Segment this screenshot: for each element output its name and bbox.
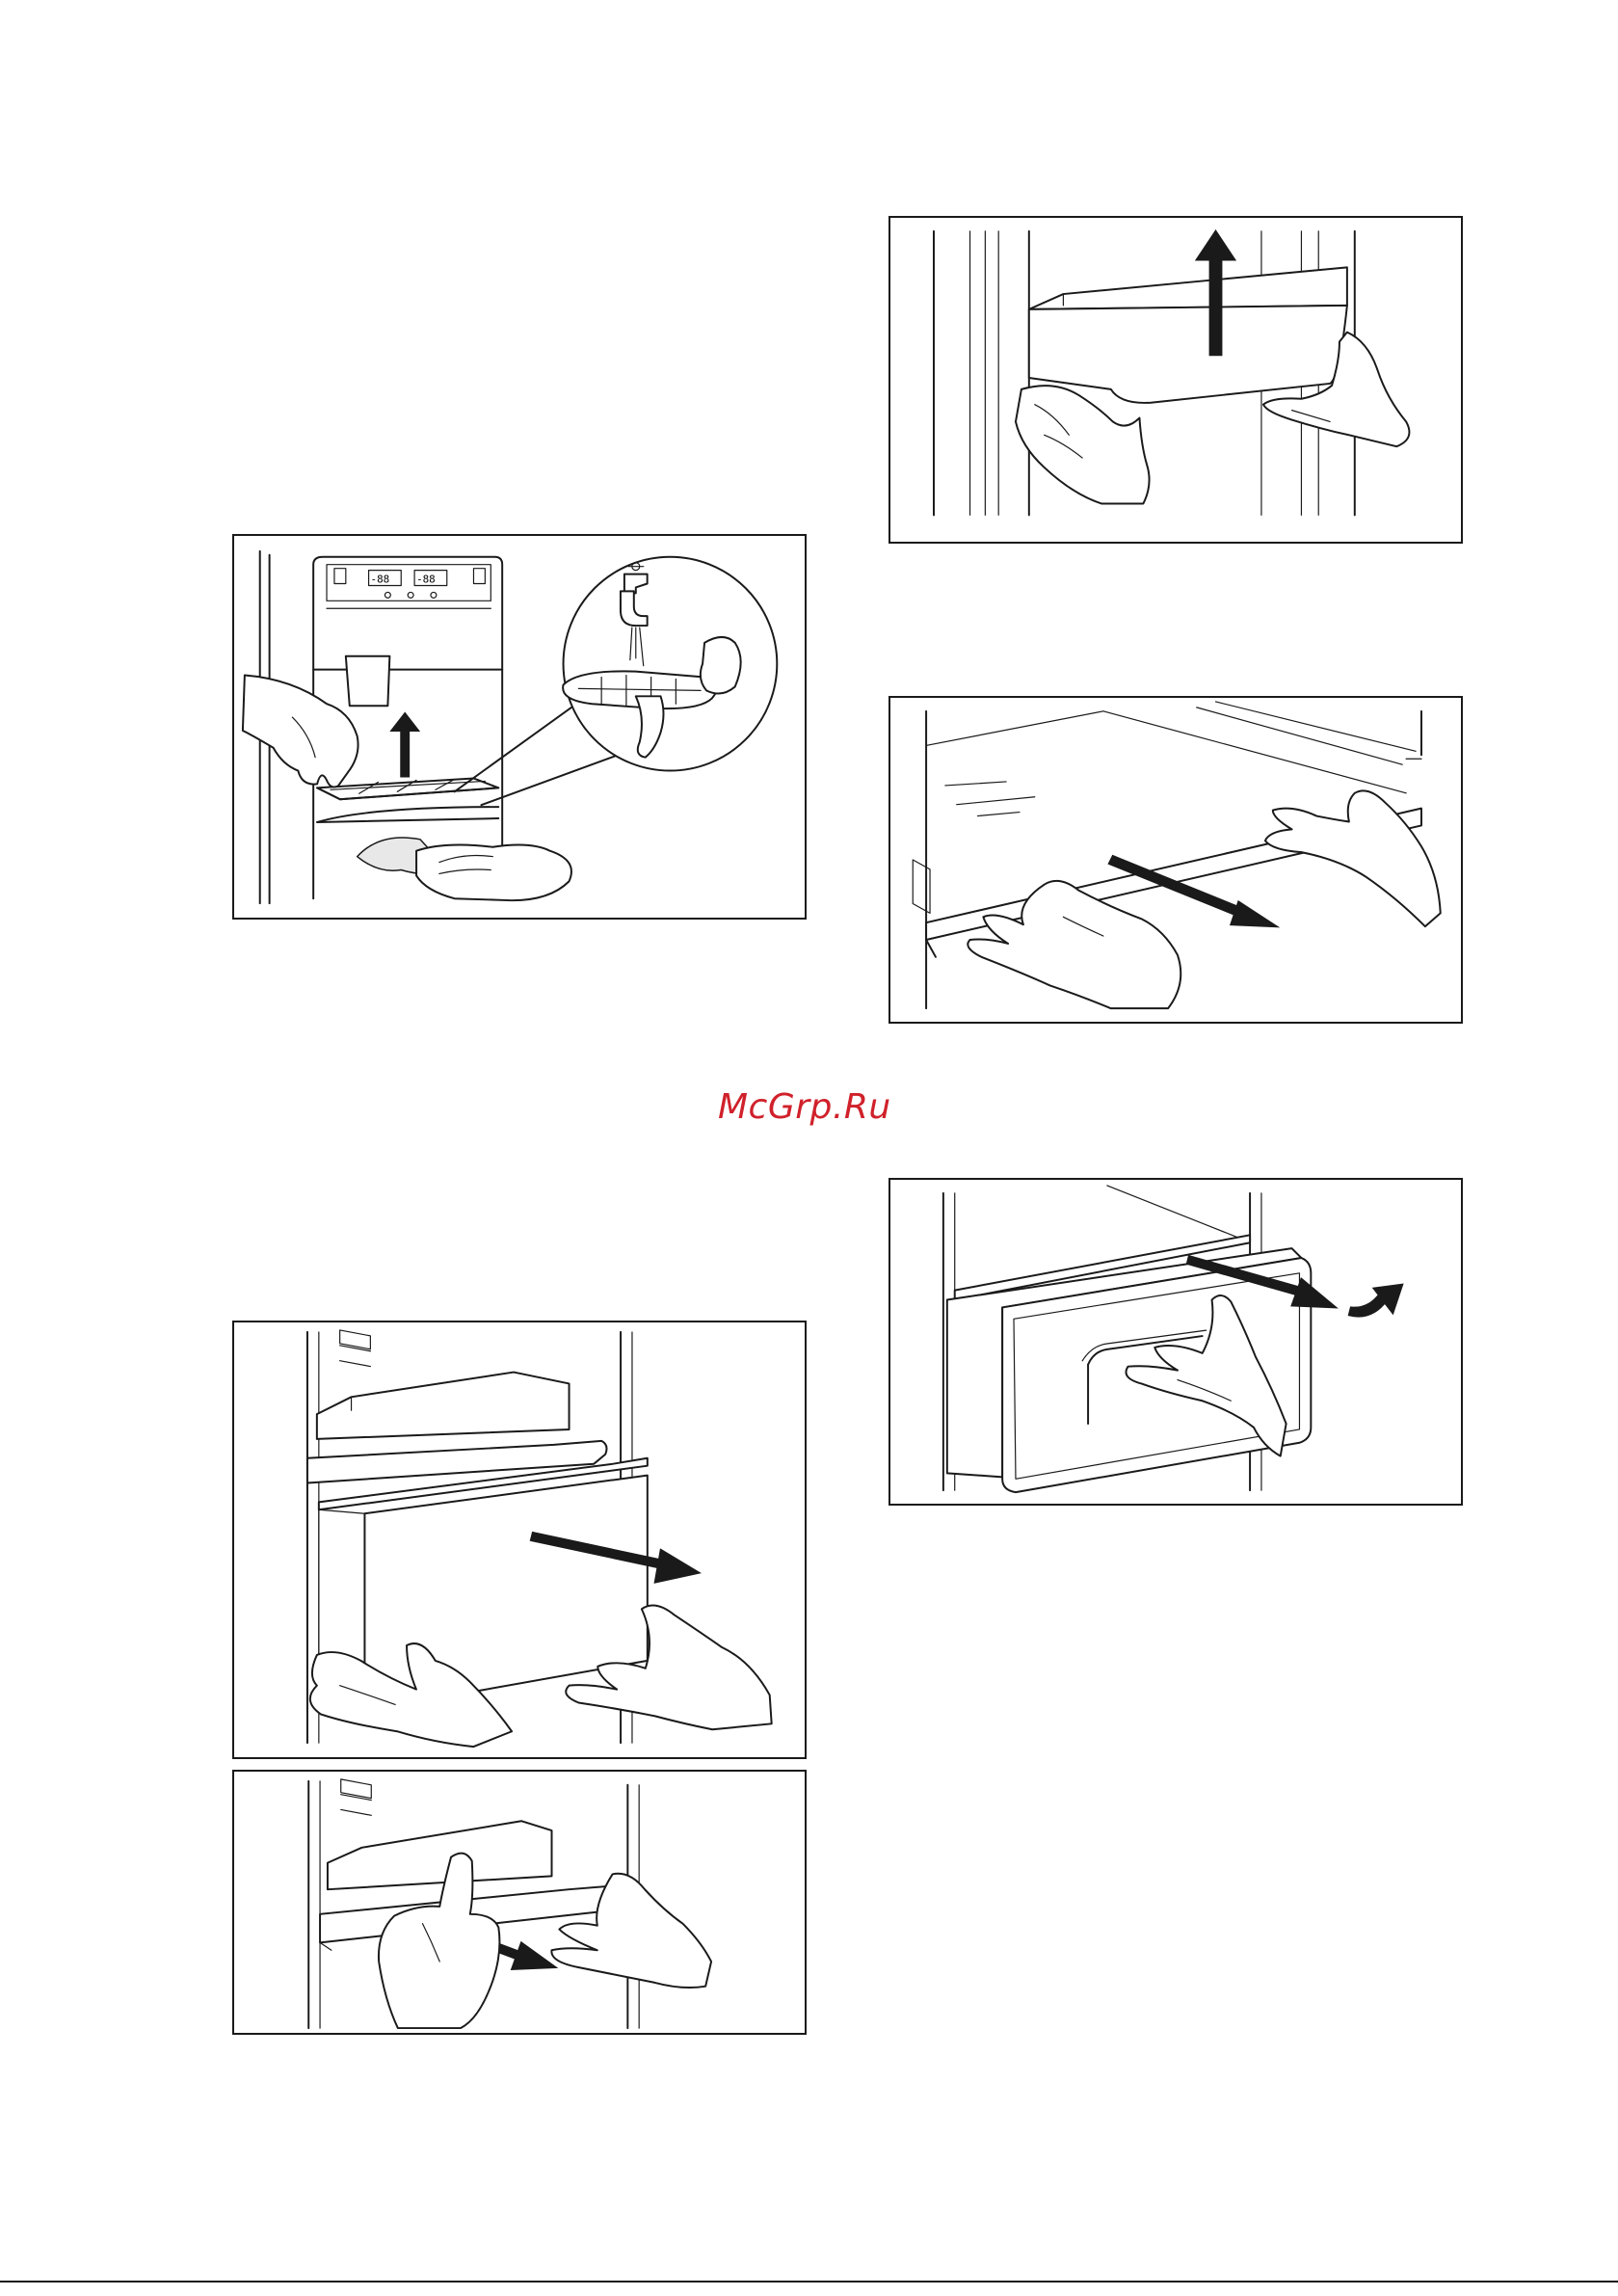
hand-icon xyxy=(1016,386,1150,503)
watermark: McGrp.Ru xyxy=(718,1087,911,1135)
small-shelf-illustration xyxy=(234,1772,805,2033)
drawer-pull-illustration xyxy=(234,1322,805,1757)
footer-text xyxy=(761,2283,1185,2296)
door-bin-icon xyxy=(1029,267,1347,308)
hand-icon xyxy=(968,881,1180,1008)
arrow-up-icon xyxy=(1210,254,1222,356)
door-bin-illustration xyxy=(890,218,1461,542)
drawer-lift-illustration xyxy=(890,1180,1461,1504)
dispenser-tray-illustration: -88 -88 xyxy=(234,536,805,918)
display-right: -88 xyxy=(416,574,436,586)
figure-drawer-removal-lift xyxy=(889,1178,1463,1506)
figure-dispenser-tray-cleaning: -88 -88 xyxy=(232,534,807,920)
figure-glass-shelf-removal xyxy=(889,696,1463,1024)
water-chute xyxy=(346,656,390,706)
figure-small-shelf-removal xyxy=(232,1770,807,2035)
figure-drawer-removal-pull xyxy=(232,1321,807,1759)
arrow-up-icon xyxy=(401,727,409,776)
figure-door-bin-removal xyxy=(889,216,1463,544)
glass-shelf-illustration xyxy=(890,698,1461,1022)
display-left: -88 xyxy=(371,574,390,586)
